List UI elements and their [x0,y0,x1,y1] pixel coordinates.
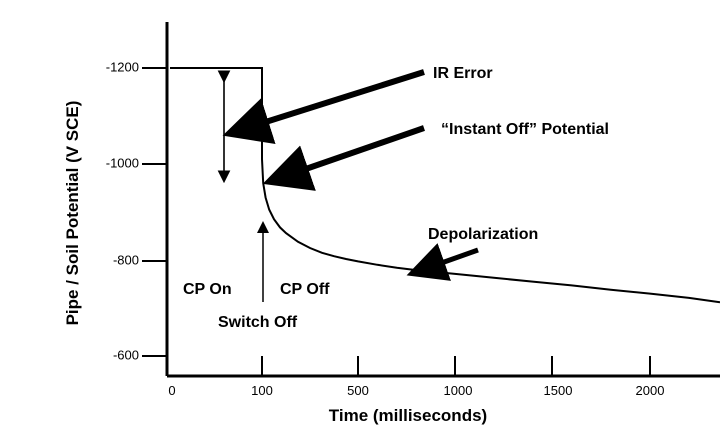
depolarization-label: Depolarization [428,226,538,243]
y-tick-labels: -1200 -1000 -800 -600 [106,59,139,362]
cp-off-label: CP Off [280,281,330,298]
x-axis-title: Time (milliseconds) [329,406,487,425]
instant-off-arrow [262,125,425,191]
ir-error-arrow [222,69,425,145]
instant-off-label: “Instant Off” Potential [441,121,609,138]
x-tick-labels: 0 100 500 1000 1500 2000 [168,383,664,398]
y-tick-label: -600 [113,347,139,362]
switch-off-label: Switch Off [218,314,298,331]
x-tick-label: 1500 [544,383,573,398]
ir-error-label: IR Error [433,65,493,82]
x-tick-label: 100 [251,383,273,398]
y-tick-label: -1200 [106,59,139,74]
y-axis-title: Pipe / Soil Potential (V SCE) [63,101,82,326]
y-tick-label: -1000 [106,155,139,170]
depolarization-arrow [406,243,479,281]
x-ticks [261,356,651,376]
x-tick-label: 1000 [444,383,473,398]
x-tick-label: 500 [347,383,369,398]
potential-curve [170,67,720,304]
x-tick-label: 2000 [636,383,665,398]
y-tick-label: -800 [113,252,139,267]
x-tick-label: 0 [168,383,175,398]
y-ticks [142,67,167,357]
cp-on-label: CP On [183,281,232,298]
